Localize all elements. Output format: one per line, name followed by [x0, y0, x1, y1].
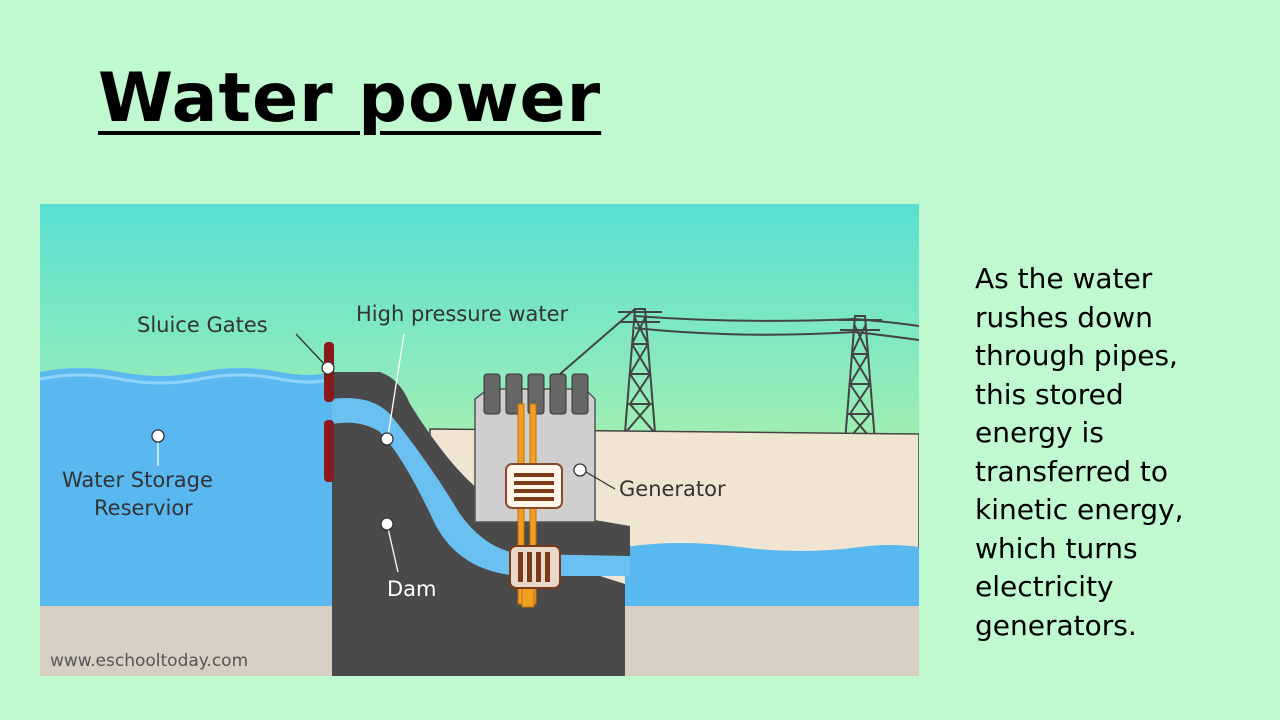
- label-reservoir: Reservior: [94, 496, 193, 520]
- reservoir-water: [40, 368, 332, 606]
- label-sluice-gates: Sluice Gates: [137, 313, 268, 337]
- turbine: [509, 545, 561, 589]
- slide-title: Water power: [98, 59, 602, 138]
- hydro-dam-diagram: Sluice Gates High pressure water Water S…: [40, 204, 919, 676]
- label-dam: Dam: [387, 577, 437, 601]
- penstock-pipe: [332, 398, 630, 576]
- slide-body-text: As the water rushes down through pipes, …: [975, 262, 1184, 642]
- power-pylons: [559, 308, 919, 443]
- generator-rotor: [505, 463, 563, 509]
- watermark: www.eschooltoday.com: [50, 651, 248, 671]
- downstream-water: [625, 543, 919, 606]
- callout-pins: [151, 333, 616, 573]
- label-water-storage: Water Storage: [62, 468, 213, 492]
- label-generator: Generator: [619, 477, 726, 501]
- label-high-pressure-water: High pressure water: [356, 302, 569, 326]
- sluice-gate-lower: [324, 420, 334, 482]
